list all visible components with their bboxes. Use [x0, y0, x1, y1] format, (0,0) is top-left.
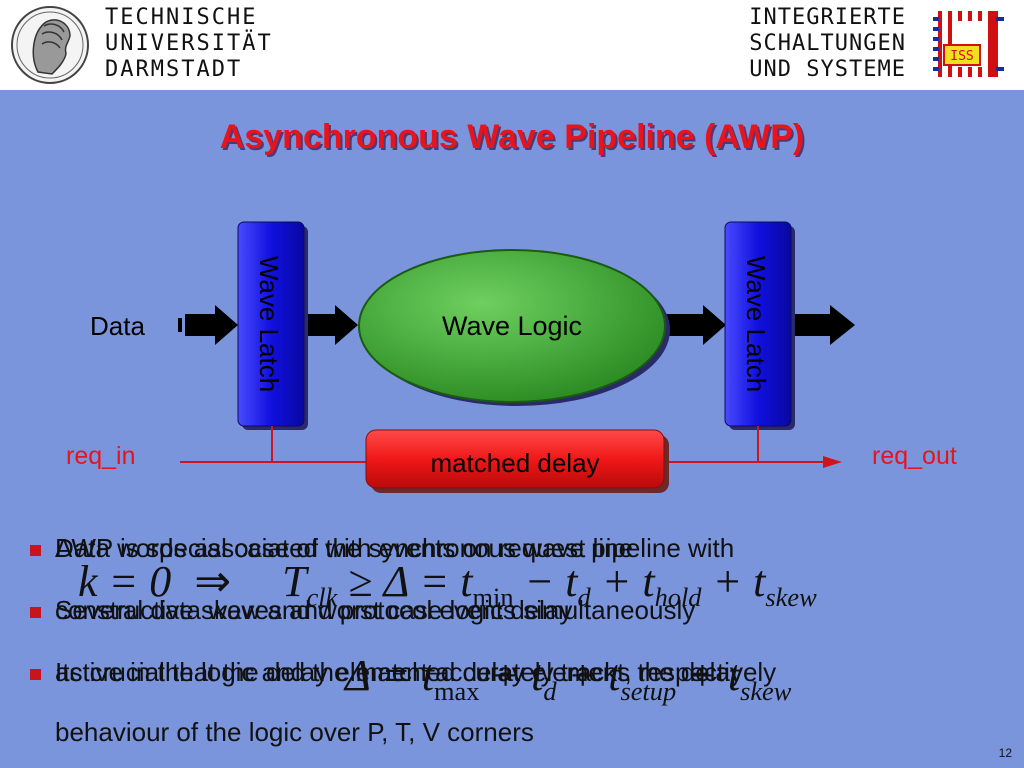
formula-1-arrow: ⇒ — [194, 557, 232, 606]
logic-to-latch-arrow — [665, 305, 726, 345]
data-input-arrow — [185, 305, 238, 345]
matched-delay-box — [365, 429, 665, 489]
institute-name-line-2: SCHALTUNGEN — [749, 31, 906, 56]
formula-2-delta: Δ = t — [345, 651, 434, 700]
formula-1-min-sub: min — [472, 581, 514, 612]
formula-2-setup-sub: setup — [620, 675, 677, 706]
bullet-3-continuation: behaviour of the logic over P, T, V corn… — [55, 717, 534, 747]
wave-latch-right-label: Wave Latch — [741, 256, 771, 392]
req-out-label: req_out — [872, 442, 957, 470]
formula-1-t: T — [282, 557, 307, 606]
header-bar: TECHNISCHE UNIVERSITÄT DARMSTADT INTEGRI… — [0, 0, 1024, 90]
latch-to-logic-arrow — [305, 305, 358, 345]
tu-darmstadt-logo — [11, 6, 89, 84]
formula-2-plus-1: + t — [490, 651, 544, 700]
formula-2-plus-2: + t — [567, 651, 621, 700]
matched-delay-label: matched delay — [430, 448, 599, 478]
formula-1-t-sub: clk — [306, 581, 338, 612]
slide-title: Asynchronous Wave Pipeline (AWP) — [219, 118, 805, 156]
formula-clock-period: k = 0 ⇒ Tclk ≥ Δ = tmin − td + thold + t… — [78, 556, 817, 613]
formula-1-plus-2: + t — [712, 557, 766, 606]
formula-1-rest: − t — [524, 557, 578, 606]
formula-2-plus-3: + t — [687, 651, 741, 700]
bullet-marker-1 — [30, 545, 41, 556]
formula-1-lhs: k = 0 — [78, 557, 172, 606]
bullet-2-under-text: constructive skew and worst case logic d… — [55, 595, 573, 625]
formula-1-hold-sub: hold — [654, 581, 702, 612]
iss-logo-text: ISS — [950, 49, 973, 64]
formula-2-d-sub: d — [543, 675, 557, 706]
bullet-3-text: Its crucial that the delay element accur… — [55, 657, 743, 687]
bullet-1-under-text: AWP is special case of the synchronous w… — [55, 533, 735, 563]
formula-1-rel: ≥ Δ = t — [348, 557, 473, 606]
formula-delta: Δ = tmax + td + tsetup + tskew — [345, 650, 791, 707]
wave-logic — [358, 249, 666, 403]
iss-logo: ISS — [933, 11, 1004, 77]
req-in-label: req_in — [66, 442, 136, 470]
institute-name-line-3: UND SYSTEME — [749, 57, 906, 82]
university-name-line-3: DARMSTADT — [105, 57, 243, 82]
university-name-line-2: UNIVERSITÄT — [105, 31, 273, 56]
bullet-marker-3 — [30, 669, 41, 680]
page-number: 12 — [998, 746, 1012, 760]
university-name-line-1: TECHNISCHE — [105, 5, 258, 30]
university-name: TECHNISCHE UNIVERSITÄT DARMSTADT — [105, 5, 273, 83]
formula-1-skew-sub: skew — [765, 581, 817, 612]
wave-latch-left-label: Wave Latch — [254, 256, 284, 392]
data-label: Data — [90, 311, 145, 341]
bullet-2-text: Several data waves and protocol events s… — [55, 595, 696, 625]
bullet-3-under-text: active in the logic and the matched dela… — [55, 657, 777, 687]
institute-name-line-1: INTEGRIERTE — [749, 5, 906, 30]
wave-logic-label: Wave Logic — [442, 311, 582, 341]
data-input-bar — [178, 318, 182, 332]
formula-1-plus-1: + t — [601, 557, 655, 606]
institute-name: INTEGRIERTE SCHALTUNGEN UND SYSTEME — [749, 5, 906, 83]
bullet-marker-2 — [30, 607, 41, 618]
formula-2-max-sub: max — [433, 675, 480, 706]
data-output-arrow — [792, 305, 855, 345]
formula-2-skew-sub: skew — [740, 675, 792, 706]
bullet-1-text: Data words associated with events on req… — [55, 533, 634, 563]
formula-1-d-sub: d — [577, 581, 591, 612]
request-line-arrowhead — [823, 456, 842, 468]
